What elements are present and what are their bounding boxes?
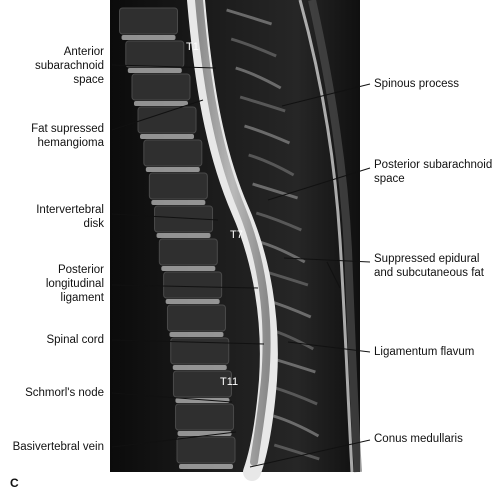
vertebra-label-t7: T7 <box>230 229 243 241</box>
vertebral-body <box>175 403 235 431</box>
subcutaneous-band <box>308 0 362 473</box>
label-line: Posterior <box>57 264 104 276</box>
leader-lines <box>111 64 371 468</box>
leader-schmorls-node <box>111 392 233 403</box>
label-spinous-process: Spinous process <box>374 77 459 91</box>
posterior-streak <box>255 211 302 232</box>
intervertebral-disk-shape <box>172 365 227 370</box>
vertebra-label-t1: T1 <box>186 41 199 53</box>
label-line: Anterior <box>63 46 104 58</box>
label-line: longitudinal <box>45 278 104 290</box>
label-suppressed-epidural-fat: Suppressed epidural and subcutaneous fat <box>374 252 484 280</box>
vertebral-body <box>158 238 218 266</box>
vertebral-body <box>166 304 226 332</box>
intervertebral-disk-shape <box>161 266 216 271</box>
posterior-streak <box>244 124 291 145</box>
label-ligamentum-flavum: Ligamentum flavum <box>374 345 474 359</box>
label-line: Ligamentum flavum <box>374 346 475 358</box>
label-line: disk <box>83 218 104 230</box>
label-line: Posterior subarachnoid <box>374 159 493 171</box>
posterior-streak <box>226 8 273 26</box>
intervertebral-disk-shape <box>156 233 211 238</box>
vertebral-body <box>131 73 191 101</box>
vertebral-body <box>170 337 230 365</box>
posterior-streak <box>230 37 277 58</box>
label-line: space <box>374 173 405 185</box>
label-fat-suppressed-hemangioma: Fat supressed hemangioma <box>0 122 104 150</box>
posterior-streak <box>235 66 282 90</box>
intervertebral-disk-shape <box>179 464 234 469</box>
label-schmorls-node: Schmorl's node <box>0 386 104 400</box>
panel-letter: C <box>10 476 19 490</box>
leader-suppressed-fat-b <box>326 261 341 289</box>
vertebra-label-t11: T11 <box>220 376 238 388</box>
vertebral-body <box>154 205 214 233</box>
label-line: ligament <box>60 292 104 304</box>
intervertebral-disk-shape <box>121 35 176 40</box>
label-basivertebral-vein: Basivertebral vein <box>0 440 104 454</box>
label-line: hemangioma <box>37 137 104 149</box>
label-line: Schmorl's node <box>25 387 104 399</box>
leader-ligamentum-flavum <box>287 341 371 353</box>
label-line: space <box>73 74 104 86</box>
label-line: Spinal cord <box>46 334 104 346</box>
spinal-cord-shape <box>195 0 271 466</box>
posterior-streak <box>259 240 306 264</box>
label-line: Spinous process <box>374 78 460 90</box>
vertebral-body <box>176 436 236 464</box>
leader-conus-medullaris <box>249 439 371 468</box>
posterior-streak <box>248 153 295 177</box>
posterior-elements <box>226 8 320 461</box>
label-conus-medullaris: Conus medullaris <box>374 432 463 446</box>
vertebral-body <box>172 370 232 398</box>
label-line: subarachnoid <box>34 60 104 72</box>
leader-anterior-subarachnoid <box>111 64 217 69</box>
intervertebral-disk-shape <box>151 200 206 205</box>
leader-posterior-longitudinal-ligament <box>111 284 259 289</box>
label-spinal-cord: Spinal cord <box>0 333 104 347</box>
label-line: Conus medullaris <box>374 433 463 445</box>
intervertebral-disk-shape <box>165 299 220 304</box>
intervertebral-disk-shape <box>177 431 232 436</box>
leader-spinous-process <box>281 83 371 107</box>
vertebral-bodies <box>119 7 236 469</box>
leader-intervertebral-disk <box>111 213 219 221</box>
leader-spinal-cord <box>111 339 265 345</box>
label-line: and subcutaneous fat <box>374 267 484 279</box>
label-line: Basivertebral vein <box>12 441 104 453</box>
intervertebral-disk-shape <box>133 101 188 106</box>
leader-posterior-subarachnoid <box>267 167 371 201</box>
label-posterior-subarachnoid-space: Posterior subarachnoid space <box>374 158 492 186</box>
leader-fat-suppressed-hemangioma <box>111 99 204 131</box>
vertebral-body <box>119 7 179 35</box>
vertebral-body <box>163 271 223 299</box>
intervertebral-disk-shape <box>145 167 200 172</box>
label-posterior-longitudinal-ligament: Posterior longitudinal ligament <box>0 263 104 305</box>
posterior-streak <box>273 443 320 461</box>
leader-basivertebral-vein <box>111 431 237 448</box>
vertebral-body <box>125 40 185 68</box>
posterior-streak <box>273 414 320 438</box>
posterior-streak <box>239 95 286 113</box>
leader-suppressed-fat-a <box>283 257 371 263</box>
vertebral-body <box>148 172 208 200</box>
label-line: Fat supressed <box>31 123 104 135</box>
intervertebral-disk-shape <box>127 68 182 73</box>
vertebral-body <box>143 139 203 167</box>
skin-edge <box>298 0 354 473</box>
intervertebral-disk-shape <box>140 134 195 139</box>
label-line: Intervertebral <box>36 204 104 216</box>
intervertebral-disk-shape <box>169 332 224 337</box>
label-line: Suppressed epidural <box>374 253 480 265</box>
posterior-streak <box>252 182 299 200</box>
label-anterior-subarachnoid-space: Anterior subarachnoid space <box>0 45 104 87</box>
vertebral-body <box>137 106 197 134</box>
label-intervertebral-disk: Intervertebral disk <box>0 203 104 231</box>
